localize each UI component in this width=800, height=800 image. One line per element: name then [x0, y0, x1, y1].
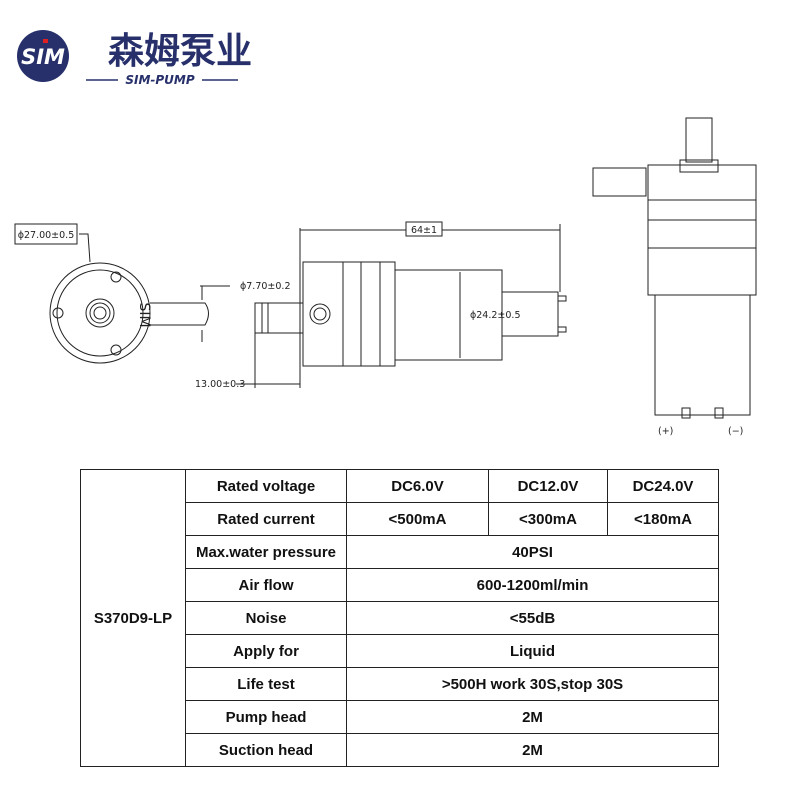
spec-label: Max.water pressure: [185, 535, 347, 569]
spec-value: <500mA: [346, 502, 489, 536]
spec-row: Rated current<500mA<300mA<180mA: [81, 502, 719, 536]
motor-diameter-label: ϕ24.2±0.5: [470, 310, 521, 321]
spec-label: Pump head: [185, 700, 347, 734]
body-diameter-label: ϕ27.00±0.5: [18, 230, 75, 241]
head-label: SIM: [136, 302, 152, 327]
top-view: (+) (−): [592, 117, 757, 437]
spec-value: 600-1200ml/min: [346, 568, 719, 602]
spec-label: Apply for: [185, 634, 347, 668]
spec-label: Suction head: [185, 733, 347, 767]
svg-text:森姆泵业: 森姆泵业: [108, 31, 252, 72]
spec-label: Rated current: [185, 502, 347, 536]
front-view: ϕ27.00±0.5 SIM: [14, 223, 209, 364]
positive-terminal-label: (+): [658, 426, 673, 437]
svg-text:SIM: SIM: [21, 45, 65, 69]
spec-value: DC24.0V: [607, 469, 719, 503]
spec-label: Air flow: [185, 568, 347, 602]
spec-label: Noise: [185, 601, 347, 635]
spec-label: Life test: [185, 667, 347, 701]
spec-label: Rated voltage: [185, 469, 347, 503]
spec-value: Liquid: [346, 634, 719, 668]
spec-value: <180mA: [607, 502, 719, 536]
svg-text:SIM-PUMP: SIM-PUMP: [125, 73, 195, 87]
negative-terminal-label: (−): [728, 426, 743, 437]
side-view: ϕ7.70±0.2 13.00±0.3 64±1 ϕ24.2±0.5: [195, 221, 567, 390]
model-cell: S370D9-LP: [80, 469, 186, 767]
spec-value: DC6.0V: [346, 469, 489, 503]
total-length-label: 64±1: [411, 225, 437, 236]
sim-pump-logo: SIM 森姆泵业 SIM-PUMP: [17, 30, 252, 87]
spec-row: Noise<55dB: [81, 601, 719, 635]
spec-value: 2M: [346, 733, 719, 767]
spec-value: <300mA: [488, 502, 608, 536]
spec-value: 40PSI: [346, 535, 719, 569]
spec-value: <55dB: [346, 601, 719, 635]
spec-value: DC12.0V: [488, 469, 608, 503]
spec-value: 2M: [346, 700, 719, 734]
outlet-length-label: 13.00±0.3: [195, 379, 245, 390]
spec-value: >500H work 30S,stop 30S: [346, 667, 719, 701]
outlet-diameter-label: ϕ7.70±0.2: [240, 281, 291, 292]
pump-technical-drawing: ϕ27.00±0.5 SIM ϕ7.70±0.2 13.00±0.3: [14, 117, 757, 437]
